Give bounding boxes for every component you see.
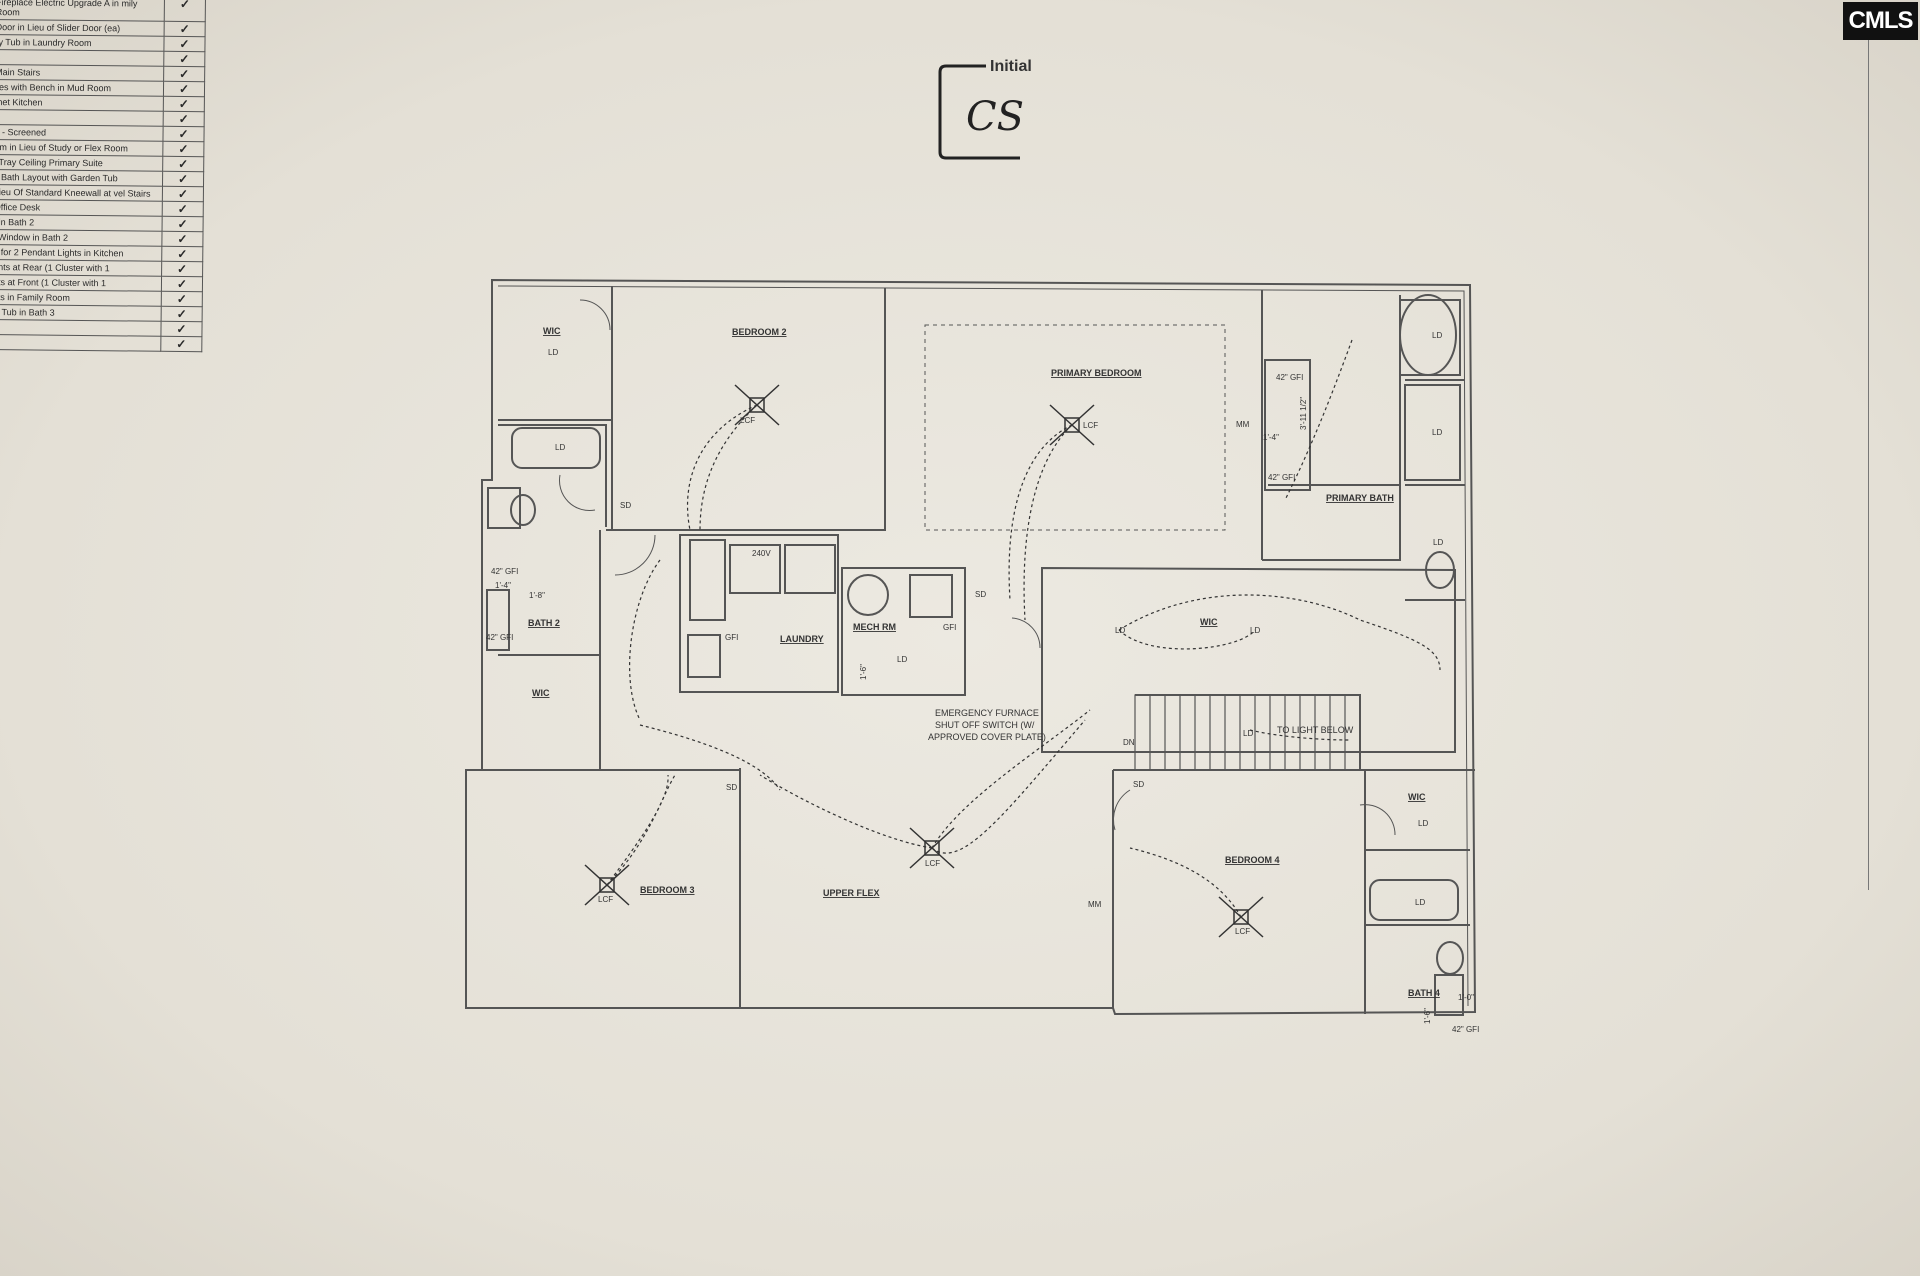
room-label-wic1: WIC bbox=[543, 326, 561, 336]
ld-label-wic1: LD bbox=[548, 348, 558, 357]
furnace bbox=[909, 574, 953, 618]
mm-label-primary: MM bbox=[1236, 420, 1250, 429]
wall-wic-primary bbox=[1041, 566, 1456, 753]
room-label-bedroom4: BEDROOM 4 bbox=[1225, 855, 1280, 865]
stairs bbox=[1134, 694, 1361, 771]
bathtub-bath2 bbox=[511, 427, 601, 469]
lcf-label-bedroom2: LCF bbox=[740, 416, 755, 425]
240v-label: 240V bbox=[752, 549, 771, 558]
sd-label-2: SD bbox=[975, 590, 986, 599]
ld-label-wc: LD bbox=[1433, 538, 1443, 547]
water-heater bbox=[847, 574, 889, 616]
toilet-bath4 bbox=[1436, 941, 1464, 975]
ld-label-wic-primary-a: LD bbox=[1115, 626, 1125, 635]
toilet-primary bbox=[1425, 551, 1455, 589]
gfi42-label-bath2-a: 42" GFI bbox=[491, 567, 518, 576]
washer bbox=[729, 544, 781, 594]
gfi42-label-bath4: 42" GFI bbox=[1452, 1025, 1479, 1034]
room-label-primary-bath: PRIMARY BATH bbox=[1326, 493, 1394, 503]
tray-ceiling bbox=[924, 324, 1226, 531]
ceiling-fan-primary bbox=[1049, 404, 1095, 446]
room-label-bedroom3: BEDROOM 3 bbox=[640, 885, 695, 895]
lcf-label-bedroom4: LCF bbox=[1235, 927, 1250, 936]
dim-label-4: 3'-11 1/2" bbox=[1299, 397, 1308, 430]
gfi42-label-primary-b: 42" GFI bbox=[1268, 473, 1295, 482]
ceiling-fan-flex bbox=[909, 827, 955, 869]
wiring bbox=[606, 339, 1441, 918]
note-furnace-line1: EMERGENCY FURNACE bbox=[935, 708, 1039, 718]
laundry-tub bbox=[687, 634, 721, 678]
ceiling-fan-bedroom2 bbox=[734, 384, 780, 426]
room-label-laundry: LAUNDRY bbox=[780, 634, 824, 644]
sd-label-1: SD bbox=[620, 501, 631, 510]
ld-label-mech: LD bbox=[897, 655, 907, 664]
ld-label-bath2: LD bbox=[555, 443, 565, 452]
lcf-label-flex: LCF bbox=[925, 859, 940, 868]
sd-label-3: SD bbox=[726, 783, 737, 792]
note-furnace-line3: APPROVED COVER PLATE) bbox=[928, 732, 1046, 742]
room-label-bedroom2: BEDROOM 2 bbox=[732, 327, 787, 337]
garden-tub bbox=[1399, 294, 1457, 376]
ld-label-stairs: LD bbox=[1243, 729, 1253, 738]
ceiling-fans bbox=[584, 384, 1264, 938]
ld-label-tub: LD bbox=[1432, 331, 1442, 340]
room-label-bath2: BATH 2 bbox=[528, 618, 560, 628]
wall-mech bbox=[841, 567, 966, 696]
lcf-label-bedroom3: LCF bbox=[598, 895, 613, 904]
ld-label-wic-primary-b: LD bbox=[1250, 626, 1260, 635]
dim-label-2: 1'-4" bbox=[495, 581, 511, 590]
ld-label-shower: LD bbox=[1432, 428, 1442, 437]
ceiling-fan-bedroom3 bbox=[584, 864, 630, 906]
gfi-label-mech: GFI bbox=[943, 623, 956, 632]
mm-label-bedroom4: MM bbox=[1088, 900, 1102, 909]
dim-label-6: 1'-6" bbox=[1423, 1008, 1432, 1024]
room-label-bath4: BATH 4 bbox=[1408, 988, 1440, 998]
ld-label-wic4: LD bbox=[1418, 819, 1428, 828]
toilet-bath2 bbox=[510, 494, 536, 526]
note-furnace-line2: SHUT OFF SWITCH (W/ bbox=[935, 720, 1035, 730]
dn-label: DN bbox=[1123, 738, 1135, 747]
adjacent-sheet-edge bbox=[1868, 40, 1920, 890]
lcf-label-primary: LCF bbox=[1083, 421, 1098, 430]
dim-label-5: 1'-6" bbox=[859, 664, 868, 680]
room-label-primary-bedroom: PRIMARY BEDROOM bbox=[1051, 368, 1142, 378]
initial-mark: CS bbox=[966, 94, 1024, 140]
gfi42-label-primary-a: 42" GFI bbox=[1276, 373, 1303, 382]
room-label-upper-flex: UPPER FLEX bbox=[823, 888, 880, 898]
shower bbox=[1404, 384, 1461, 481]
initial-box bbox=[938, 64, 1020, 160]
dryer bbox=[784, 544, 836, 594]
note-to-light-below: TO LIGHT BELOW bbox=[1277, 725, 1354, 735]
room-label-wic4: WIC bbox=[1408, 792, 1426, 802]
exterior-wall bbox=[465, 278, 1477, 1016]
gfi-label-laundry: GFI bbox=[725, 633, 738, 642]
ld-label-bath4: LD bbox=[1415, 898, 1425, 907]
wall-laundry bbox=[679, 534, 839, 693]
dim-label-7: 1'-0" bbox=[1458, 993, 1474, 1002]
initial-label: Initial bbox=[990, 58, 1032, 75]
bathtub-bath4 bbox=[1369, 879, 1459, 921]
ceiling-fan-bedroom4 bbox=[1218, 896, 1264, 938]
sd-label-4: SD bbox=[1133, 780, 1144, 789]
dim-label-3: 1'-8" bbox=[529, 591, 545, 600]
room-label-mech: MECH RM bbox=[853, 622, 896, 632]
room-label-wic3: WIC bbox=[532, 688, 550, 698]
gfi42-label-bath2-b: 42" GFI bbox=[486, 633, 513, 642]
room-label-wic-primary: WIC bbox=[1200, 617, 1218, 627]
mls-logo: CMLS bbox=[1843, 2, 1918, 40]
dim-label-1: 1'-4" bbox=[1263, 433, 1279, 442]
